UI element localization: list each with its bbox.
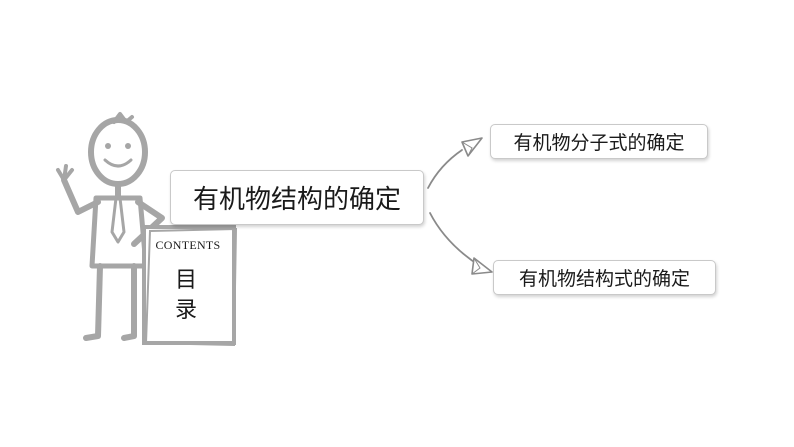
branch-label-1: 有机物分子式的确定 <box>513 132 685 154</box>
contents-chinese-char-2: 录 <box>174 298 197 323</box>
arrow-1-icon <box>461 137 483 157</box>
branch-box-molecular-formula[interactable]: 有机物分子式的确定 <box>490 124 708 159</box>
hair-icon <box>112 112 134 124</box>
connector-2 <box>429 212 481 267</box>
main-topic-label: 有机物结构的确定 <box>192 185 401 215</box>
torso-icon <box>89 195 149 269</box>
right-leg-icon <box>121 263 137 341</box>
main-topic-box[interactable]: 有机物结构的确定 <box>170 170 424 225</box>
branch-box-structural-formula[interactable]: 有机物结构式的确定 <box>493 260 716 295</box>
branch-label-2: 有机物结构式的确定 <box>518 268 690 290</box>
head-icon <box>88 117 148 187</box>
raised-arm-icon <box>61 177 101 215</box>
contents-sign <box>142 225 236 345</box>
left-leg-icon <box>83 263 103 341</box>
contents-english-label: CONTENTS <box>155 238 221 252</box>
connector-1 <box>427 149 463 189</box>
contents-chinese-char-1: 目 <box>174 268 197 293</box>
tie-icon <box>110 196 126 244</box>
